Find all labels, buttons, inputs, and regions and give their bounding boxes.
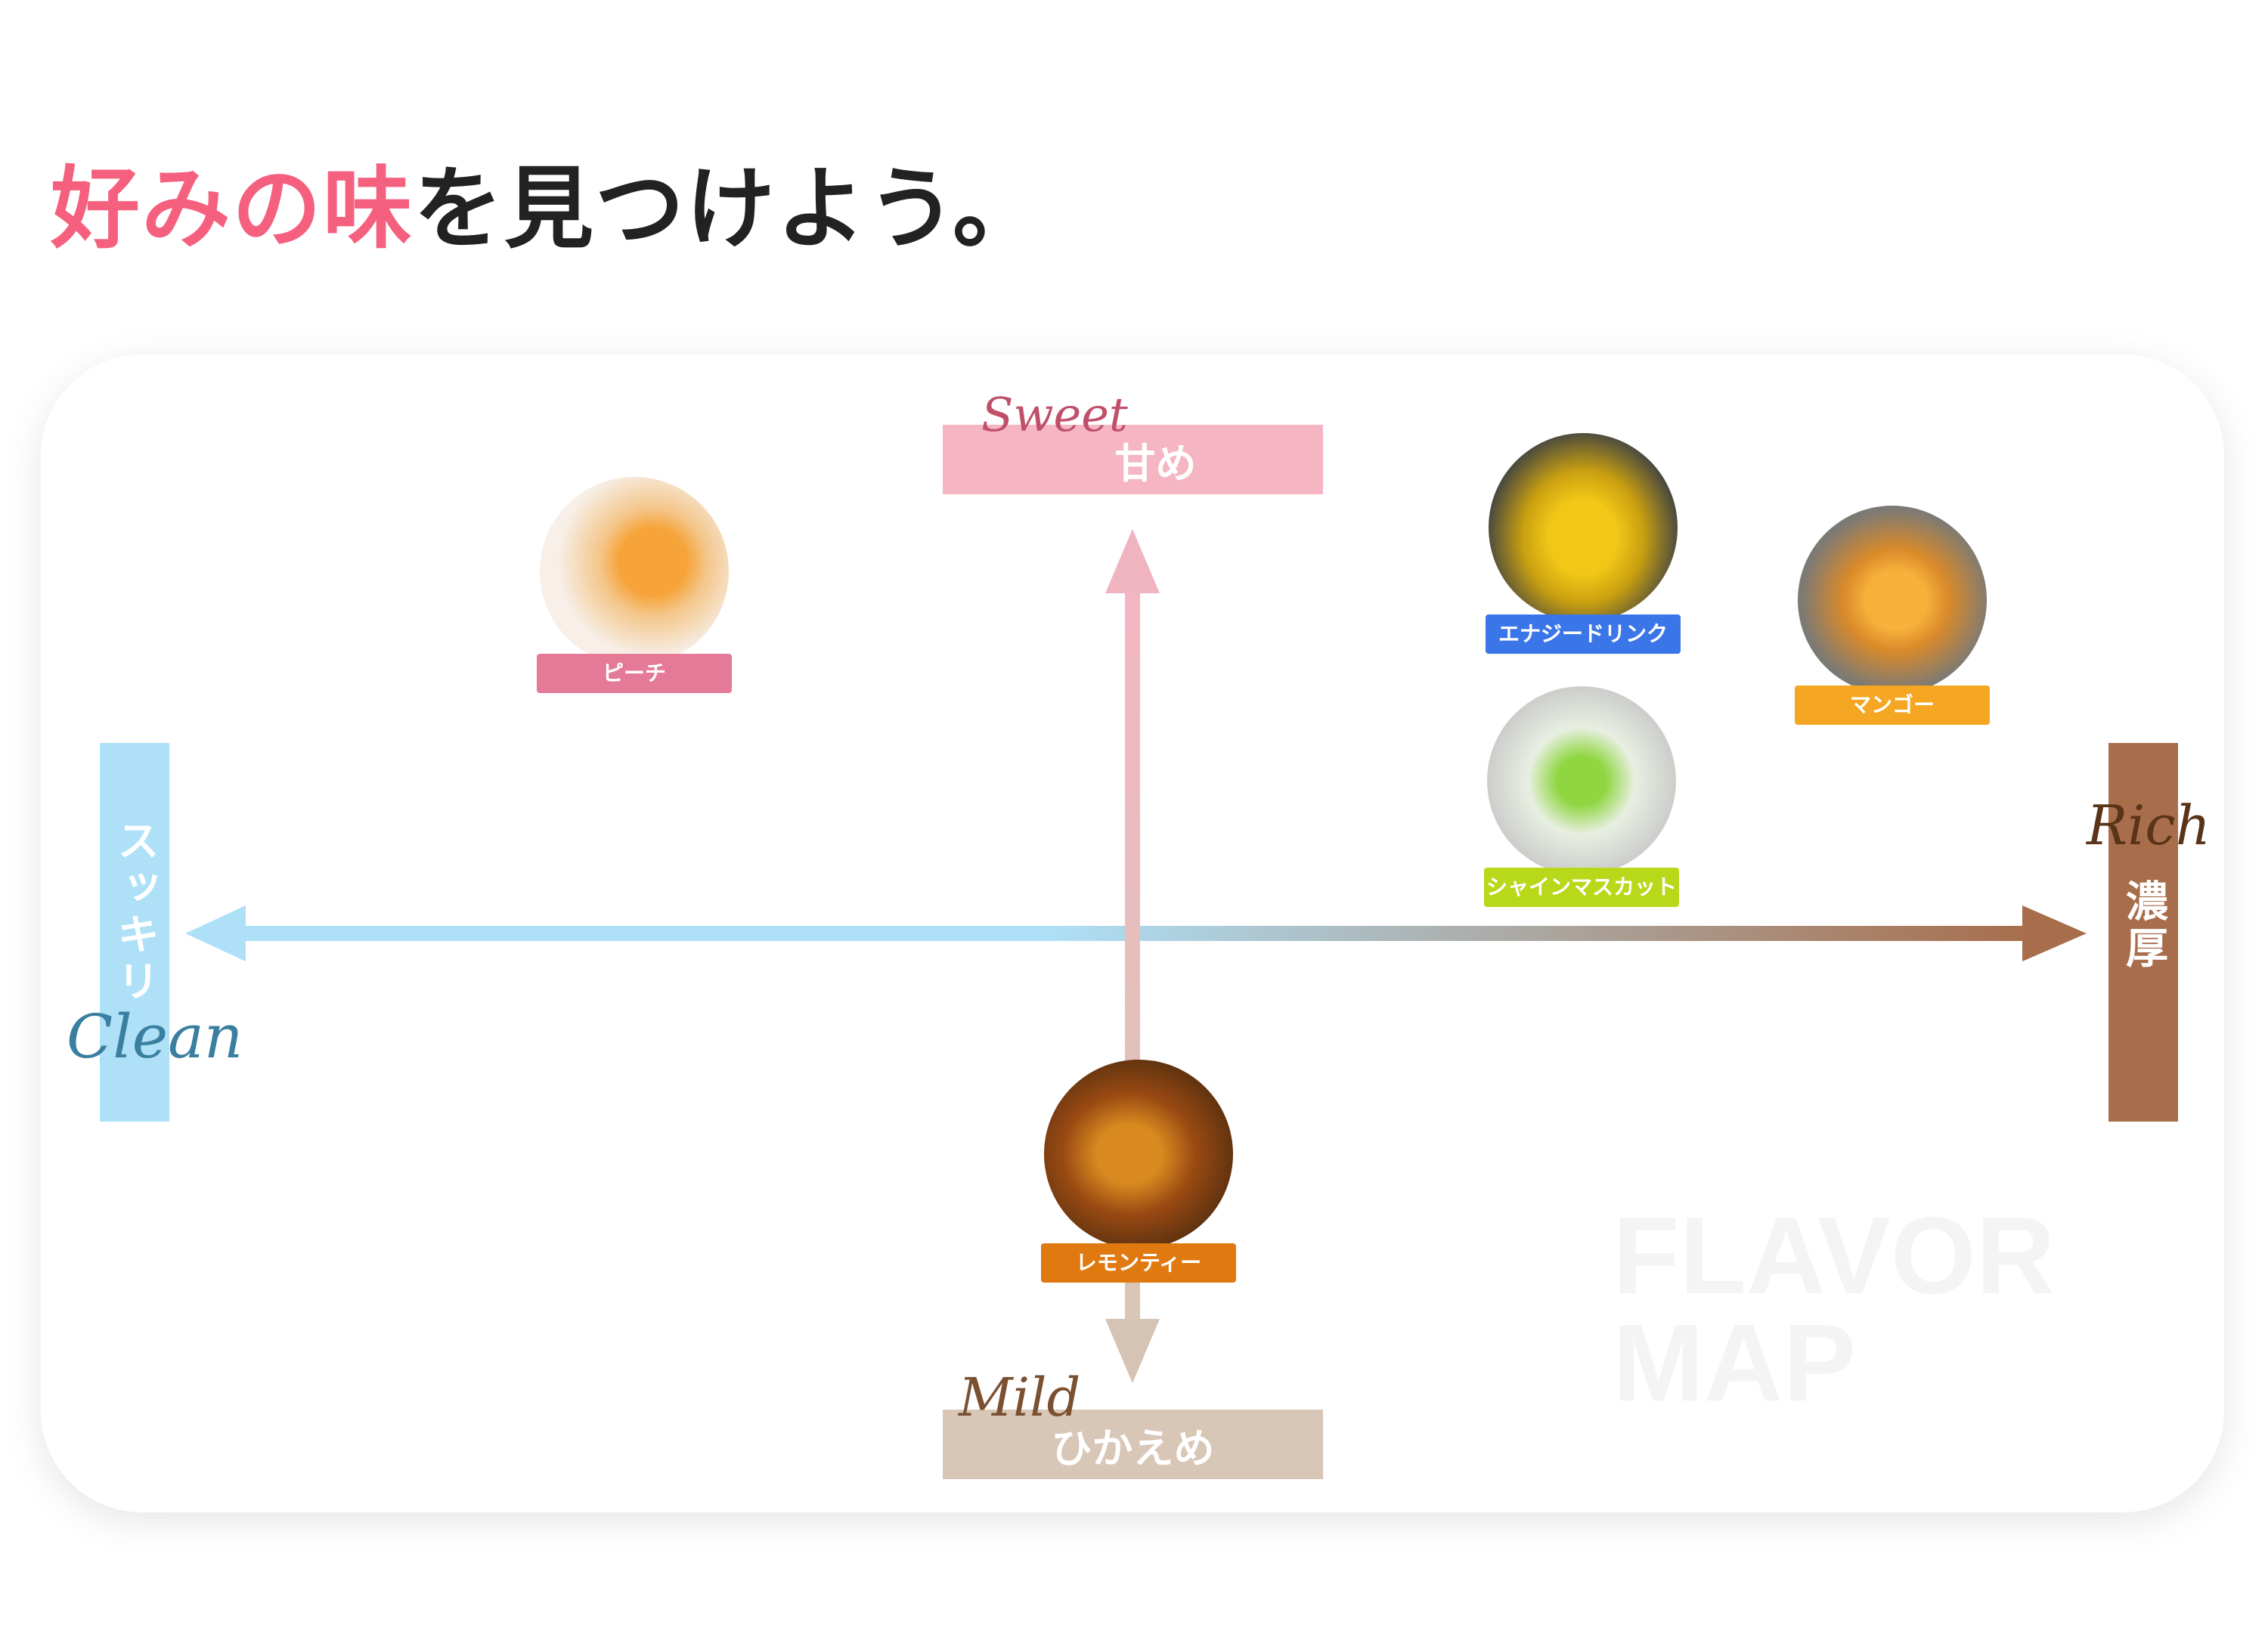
- axis-sweet-script: Sweet: [981, 387, 1128, 442]
- peach-photo: [540, 477, 729, 666]
- item-label: ピーチ: [537, 654, 732, 693]
- axis-rich-script: Rich: [2087, 794, 2211, 857]
- axis-mild-label: ひかえめ: [1051, 1424, 1215, 1472]
- flavor-item-peach[interactable]: ピーチ: [537, 477, 732, 704]
- flavor-item-shine-muscat[interactable]: シャインマスカット: [1484, 686, 1679, 913]
- axis-rich-label: 濃厚: [2118, 879, 2168, 973]
- shine-muscat-photo: [1487, 686, 1676, 875]
- flavor-item-lemon-tea[interactable]: レモンティー: [1041, 1060, 1236, 1286]
- flavor-item-mango[interactable]: マンゴー: [1795, 506, 1990, 732]
- axis-mild-script: Mild: [959, 1367, 1081, 1428]
- item-label: マンゴー: [1795, 686, 1990, 725]
- flavor-item-energy-drink[interactable]: エナジードリンク: [1486, 433, 1681, 660]
- axis-clean-script: Clean: [67, 1001, 243, 1072]
- lemon-tea-photo: [1044, 1060, 1233, 1249]
- flavor-map-watermark: FLAVOR MAP: [1613, 1194, 2056, 1424]
- energy-drink-photo: [1489, 433, 1678, 622]
- item-label: シャインマスカット: [1484, 868, 1679, 907]
- mango-photo: [1798, 506, 1987, 695]
- axis-mild-box: ひかえめ: [943, 1410, 1323, 1479]
- axis-clean-box: スッキリ: [100, 743, 169, 1122]
- axis-sweet-box: 甘め: [943, 425, 1323, 494]
- watermark-line-1: FLAVOR: [1613, 1194, 2056, 1317]
- axis-rich-box: 濃厚: [2108, 743, 2178, 1122]
- item-label: レモンティー: [1041, 1243, 1236, 1283]
- axis-sweet-label: 甘め: [1114, 439, 1197, 488]
- title-highlight: 好みの味: [51, 156, 414, 261]
- watermark-line-2: MAP: [1613, 1302, 1857, 1424]
- axis-clean-label: スッキリ: [110, 819, 160, 1006]
- item-label: エナジードリンク: [1486, 614, 1681, 654]
- page-title: 好みの味を見つけよう。: [51, 136, 1043, 265]
- title-rest: を見つけよう。: [414, 156, 1043, 261]
